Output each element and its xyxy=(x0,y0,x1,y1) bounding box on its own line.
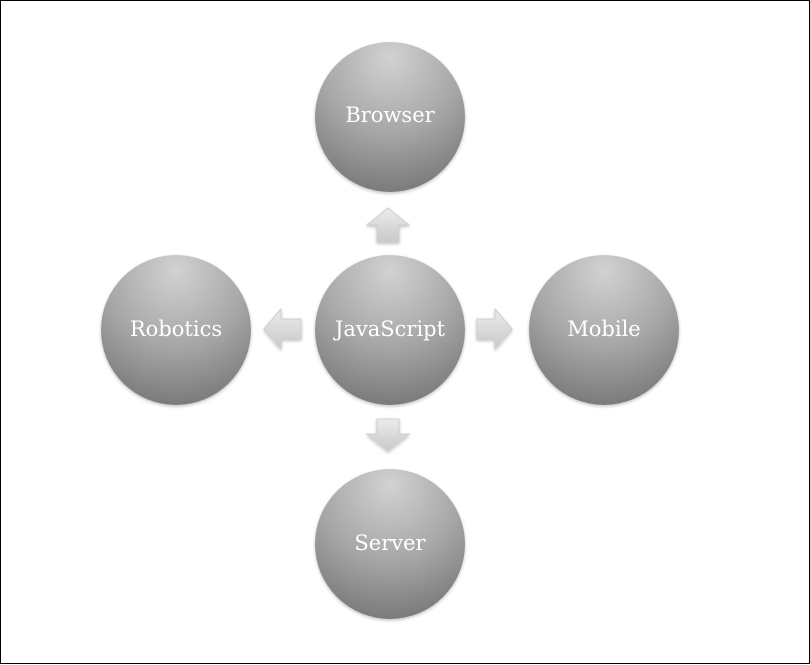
node-javascript: JavaScript xyxy=(315,255,465,405)
node-browser: Browser xyxy=(315,42,465,192)
arrow-up xyxy=(365,207,411,243)
node-mobile: Mobile xyxy=(529,255,679,405)
arrow-left xyxy=(263,307,302,351)
arrow-down xyxy=(365,418,411,452)
node-robotics: Robotics xyxy=(101,255,251,405)
node-server: Server xyxy=(315,469,465,619)
node-javascript-label: JavaScript xyxy=(333,317,446,341)
arrow-right xyxy=(476,307,513,351)
node-mobile-label: Mobile xyxy=(567,317,640,341)
node-server-label: Server xyxy=(354,531,426,555)
node-browser-label: Browser xyxy=(345,103,435,127)
node-robotics-label: Robotics xyxy=(130,317,222,341)
